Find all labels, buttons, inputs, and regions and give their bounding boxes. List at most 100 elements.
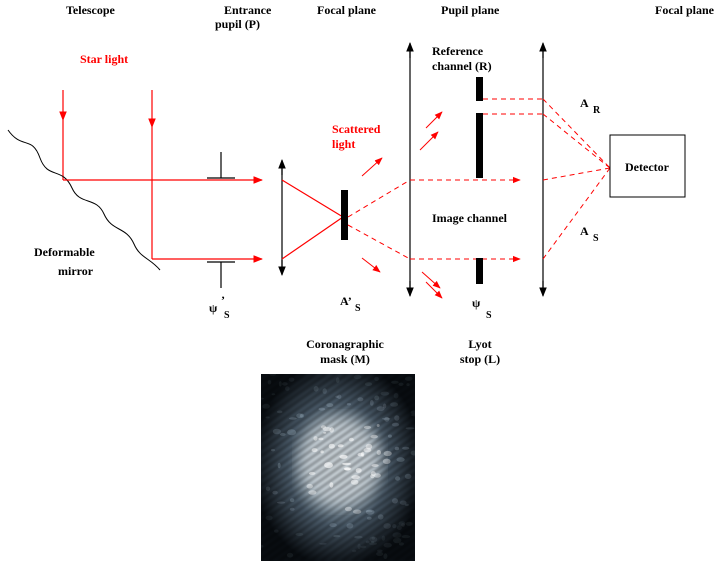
speckle-dot xyxy=(381,535,386,541)
speckle-dot xyxy=(337,394,342,399)
speckle-dot xyxy=(355,468,362,473)
speckle-dot xyxy=(354,535,363,539)
speckle-dot xyxy=(267,380,272,385)
speckle-dot xyxy=(313,386,319,392)
speckle-dot xyxy=(392,498,398,504)
speckle-dot xyxy=(393,392,399,399)
speckle-dot xyxy=(410,410,415,415)
speckle-dot xyxy=(370,434,378,439)
detector-ray-2 xyxy=(542,113,611,169)
speckle-dot xyxy=(339,454,348,459)
speckle-dot xyxy=(402,446,410,450)
speckle-dot xyxy=(342,462,352,466)
speckle-dot xyxy=(329,427,335,433)
speckle-dot xyxy=(308,471,316,475)
speckle-dot xyxy=(390,402,399,407)
speckle-dot xyxy=(376,406,385,412)
speckle-dot xyxy=(369,400,374,406)
speckle-dot xyxy=(329,482,334,488)
speckle-dot xyxy=(394,415,400,421)
speckle-dot xyxy=(365,510,373,513)
label-scattered-line2: light xyxy=(332,137,355,151)
speckle-dot xyxy=(289,498,295,503)
label-scattered-line1: Scattered xyxy=(332,122,381,136)
detector-ray-3 xyxy=(542,167,611,181)
speckle-dot xyxy=(265,486,271,491)
speckle-dot xyxy=(269,374,277,376)
lyot-stop-bottom xyxy=(476,258,483,284)
header-telescope: Telescope xyxy=(66,3,116,17)
speckle-dot xyxy=(376,450,381,455)
detector-ray-1 xyxy=(542,98,611,169)
speckle-dot xyxy=(289,507,295,511)
speckle-dot xyxy=(271,393,276,396)
reference-channel-block xyxy=(476,77,483,101)
speckle-image xyxy=(261,374,415,561)
label-deformable-line2: mirror xyxy=(58,264,94,278)
speckle-dot xyxy=(335,395,339,398)
speckle-dot xyxy=(383,542,392,548)
speckle-dot xyxy=(398,521,406,526)
speckle-dot xyxy=(376,549,383,553)
speckle-dot xyxy=(393,537,402,544)
speckle-dot xyxy=(329,523,337,528)
header-pupil-plane: Pupil plane xyxy=(441,3,500,17)
label-coronagraphic-line2: mask (M) xyxy=(320,352,370,366)
speckle-dot xyxy=(387,434,392,438)
speckle-dot xyxy=(399,500,407,505)
speckle-dot xyxy=(295,532,304,537)
speckle-dot xyxy=(405,427,415,430)
speckle-dot xyxy=(392,524,397,529)
symbol-a-s-prime-sub: S xyxy=(355,303,361,314)
speckle-dot xyxy=(351,475,360,480)
speckle-dot xyxy=(396,525,402,531)
speckle-dot xyxy=(357,543,361,550)
speckle-dot xyxy=(287,429,297,436)
speckle-dot xyxy=(363,425,372,429)
speckle-dot xyxy=(343,467,352,471)
speckle-dot xyxy=(319,542,327,545)
label-detector: Detector xyxy=(625,160,670,174)
speckle-dot xyxy=(392,532,402,538)
speckle-dot xyxy=(285,386,290,391)
label-image-channel: Image channel xyxy=(432,211,508,225)
diverging-ray-top xyxy=(347,179,411,218)
label-star-light: Star light xyxy=(80,52,128,66)
speckle-dot xyxy=(401,535,411,539)
speckle-dot xyxy=(398,542,404,546)
speckle-dot xyxy=(405,521,413,526)
speckle-dot xyxy=(313,436,318,441)
symbol-psi-s: ψ xyxy=(472,296,481,310)
label-reference-line2: channel (R) xyxy=(432,59,492,73)
speckle-dot xyxy=(350,479,359,485)
speckle-dot xyxy=(371,464,379,467)
speckle-dot xyxy=(370,474,375,479)
speckle-dot xyxy=(377,514,384,520)
symbol-psi-s-prime: ψ xyxy=(209,301,218,315)
speckle-dot xyxy=(394,446,400,451)
speckle-dot xyxy=(365,443,373,450)
scatter-arrow-5 xyxy=(421,271,441,289)
header-focal-plane-2: Focal plane xyxy=(655,3,715,17)
speckle-dot xyxy=(272,428,281,435)
speckle-dot xyxy=(374,376,379,381)
speckle-dot xyxy=(398,382,404,386)
symbol-psi-s-prime-mark: ’ xyxy=(221,293,225,307)
speckle-dot xyxy=(404,503,409,507)
speckle-dot xyxy=(365,540,370,544)
speckle-dot xyxy=(363,447,372,453)
speckle-dot xyxy=(373,473,381,478)
speckle-dot xyxy=(382,403,387,409)
symbol-a-r: A xyxy=(580,96,589,110)
speckle-dot xyxy=(320,425,327,429)
speckle-dot xyxy=(281,382,288,386)
speckle-dot xyxy=(382,417,391,420)
label-deformable-line1: Deformable xyxy=(34,245,95,259)
speckle-dot xyxy=(401,523,405,527)
speckle-dot xyxy=(357,397,364,402)
speckle-dot xyxy=(353,374,362,380)
speckle-dot xyxy=(326,403,334,408)
scatter-arrow-6 xyxy=(425,281,443,299)
symbol-a-s: A xyxy=(580,224,589,238)
